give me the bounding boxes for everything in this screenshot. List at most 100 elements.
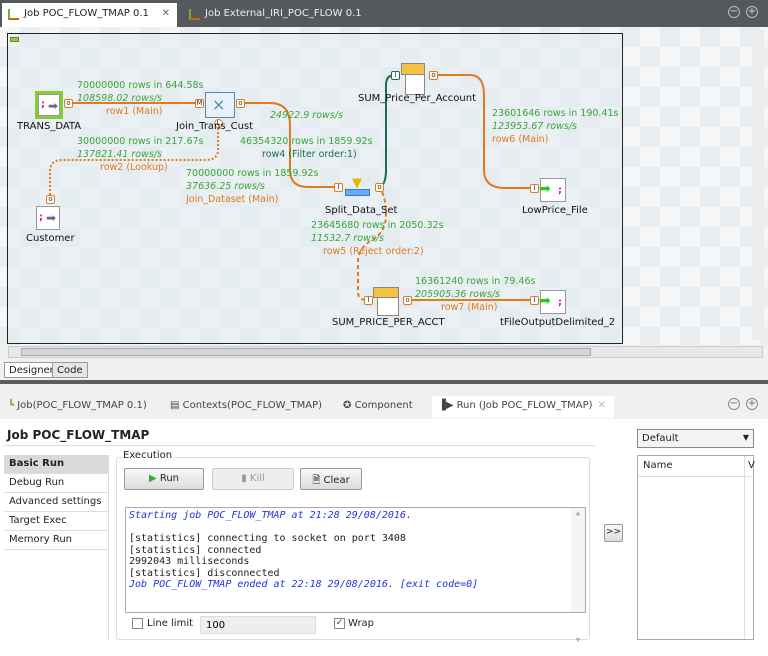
customer-component[interactable]: ;➡ bbox=[36, 206, 60, 230]
execution-group bbox=[116, 457, 590, 640]
tab-job[interactable]: ┗ Job(POC_FLOW_TMAP 0.1) bbox=[8, 396, 147, 418]
output-connector[interactable]: o bbox=[46, 195, 55, 204]
execution-label: Execution bbox=[121, 450, 175, 461]
play-icon: ▶ bbox=[148, 473, 160, 484]
node-label-output2: tFileOutputDelimited_2 bbox=[500, 317, 616, 328]
node-label-join: Join_Trans_Cust bbox=[176, 121, 254, 132]
stop-icon: ▮ bbox=[241, 473, 250, 484]
row4-rows: 46354320 rows in 1859.92s bbox=[240, 136, 373, 147]
aggregate-component[interactable] bbox=[373, 287, 399, 317]
side-item-debug-run[interactable]: Debug Run bbox=[4, 474, 108, 493]
maximize-icon[interactable]: + bbox=[746, 398, 758, 410]
editor-tab-external-iri[interactable]: Job External_IRI_POC_FLOW 0.1 bbox=[183, 3, 370, 27]
side-item-memory-run[interactable]: Memory Run bbox=[4, 531, 108, 550]
run-button[interactable]: ▶ Run bbox=[124, 468, 204, 490]
editor-tab-poc-flow-tmap[interactable]: Job POC_FLOW_TMAP 0.1 ✕ bbox=[2, 3, 177, 27]
horizontal-scrollbar[interactable] bbox=[8, 346, 763, 358]
job-icon bbox=[189, 9, 200, 20]
minimize-icon[interactable]: − bbox=[728, 6, 740, 18]
line-limit-input[interactable] bbox=[200, 616, 316, 634]
tab-designer[interactable]: Designer bbox=[4, 362, 59, 378]
output-connector[interactable]: o bbox=[403, 296, 412, 305]
tmap-join-component[interactable]: ⨯ bbox=[205, 92, 235, 118]
row7-rate: 205905.36 rows/s bbox=[415, 289, 500, 300]
console-line: [statistics] disconnected bbox=[129, 567, 280, 579]
side-item-advanced-settings[interactable]: Advanced settings bbox=[4, 493, 108, 512]
console-scrollbar[interactable]: ▲▼ bbox=[571, 508, 585, 644]
lookup-input-connector[interactable]: L bbox=[214, 119, 223, 128]
row1-rate: 108598.02 rows/s bbox=[77, 93, 162, 104]
console-line: [statistics] connecting to socket on por… bbox=[129, 533, 406, 544]
context-select[interactable]: Default▼ bbox=[637, 429, 754, 448]
row5-rows: 23645680 rows in 2050.32s bbox=[311, 220, 444, 231]
tab-component[interactable]: ✪ Component bbox=[343, 396, 413, 418]
output-delimited-component[interactable]: ➡; bbox=[539, 290, 566, 314]
clear-icon: 🗎 bbox=[312, 475, 324, 486]
line-limit-checkbox[interactable] bbox=[132, 618, 143, 629]
close-tab-icon[interactable]: ✕ bbox=[161, 8, 170, 19]
edge-row2-lookup bbox=[49, 124, 219, 196]
editor-tab-bar: Job POC_FLOW_TMAP 0.1 ✕ Job External_IRI… bbox=[0, 0, 768, 27]
maximize-icon[interactable]: + bbox=[746, 6, 758, 18]
frame-handle[interactable] bbox=[10, 37, 19, 42]
vertical-scrollbar[interactable] bbox=[752, 30, 764, 340]
tab-label: Job External_IRI_POC_FLOW 0.1 bbox=[205, 8, 362, 19]
row2-rows: 30000000 rows in 217.67s bbox=[77, 136, 204, 147]
node-label-sum-acct: SUM_PRICE_PER_ACCT bbox=[332, 317, 445, 328]
row6-label[interactable]: row6 (Main) bbox=[492, 134, 549, 145]
file-input-icon: ;➡ bbox=[38, 94, 60, 116]
row6-rate: 123953.67 rows/s bbox=[492, 121, 577, 132]
input-connector[interactable]: I bbox=[530, 296, 539, 305]
output-connector[interactable]: o bbox=[375, 183, 384, 192]
join-dataset-rate: 37636.25 rows/s bbox=[186, 181, 265, 192]
clear-button[interactable]: 🗎 Clear bbox=[300, 468, 362, 490]
edge-row6 bbox=[436, 74, 532, 189]
input-connector[interactable]: I bbox=[530, 184, 539, 193]
wrap-checkbox[interactable]: ✓ bbox=[334, 618, 345, 629]
console-output[interactable]: Starting job POC_FLOW_TMAP at 21:28 29/0… bbox=[125, 507, 586, 644]
node-label-customer: Customer bbox=[26, 233, 75, 244]
close-tab-icon[interactable]: ✕ bbox=[597, 400, 606, 411]
tab-label: Job(POC_FLOW_TMAP 0.1) bbox=[17, 400, 147, 411]
row5-rate: 11532.7 rows/s bbox=[311, 233, 384, 244]
move-right-button[interactable]: >> bbox=[604, 524, 623, 542]
output-connector[interactable]: o bbox=[429, 71, 438, 80]
row4-rate: 24922.9 rows/s bbox=[270, 110, 343, 121]
side-item-basic-run[interactable]: Basic Run bbox=[4, 455, 108, 474]
kill-button[interactable]: ▮ Kill bbox=[212, 468, 294, 490]
row1-rows: 70000000 rows in 644.58s bbox=[77, 80, 204, 91]
output-connector[interactable]: o bbox=[236, 99, 245, 108]
input-connector[interactable]: I bbox=[334, 183, 343, 192]
output-connector[interactable]: o bbox=[64, 99, 73, 108]
edge-join-dataset bbox=[240, 102, 336, 188]
context-table[interactable]: Name V bbox=[637, 455, 755, 640]
row7-rows: 16361240 rows in 79.46s bbox=[415, 276, 536, 287]
aggregate-component[interactable] bbox=[401, 63, 425, 96]
scroll-thumb[interactable] bbox=[21, 348, 591, 356]
join-dataset-label[interactable]: Join_Dataset (Main) bbox=[186, 194, 279, 205]
row1-label[interactable]: row1 (Main) bbox=[106, 106, 163, 117]
tab-code[interactable]: Code bbox=[52, 362, 88, 378]
input-connector[interactable]: I bbox=[391, 71, 400, 80]
run-icon: ▐▶ bbox=[438, 400, 457, 411]
side-item-target-exec[interactable]: Target Exec bbox=[4, 512, 108, 531]
tab-run[interactable]: ▐▶ Run (Job POC_FLOW_TMAP)✕ bbox=[432, 396, 614, 418]
minimize-icon[interactable]: − bbox=[728, 398, 740, 410]
tab-label: Job POC_FLOW_TMAP 0.1 bbox=[24, 8, 149, 19]
tab-contexts[interactable]: ▤ Contexts(POC_FLOW_TMAP) bbox=[170, 396, 322, 418]
row4-label[interactable]: row4 (Filter order:1) bbox=[262, 149, 357, 160]
lowprice-file-component[interactable]: ➡; bbox=[539, 178, 566, 202]
row5-label[interactable]: row5 (Reject order:2) bbox=[323, 246, 424, 257]
main-input-connector[interactable]: M bbox=[195, 99, 204, 108]
column-header-name[interactable]: Name bbox=[643, 460, 673, 471]
column-header-value[interactable]: V bbox=[748, 460, 755, 471]
join-dataset-rows: 70000000 rows in 1859.92s bbox=[186, 168, 319, 179]
filter-component[interactable]: ▼ bbox=[345, 176, 370, 196]
trans-data-component[interactable]: ;➡ bbox=[35, 91, 63, 119]
wrap-label: Wrap bbox=[348, 618, 375, 629]
node-label-trans-data: TRANS_DATA bbox=[17, 121, 82, 132]
input-connector[interactable]: I bbox=[364, 296, 373, 305]
divider bbox=[108, 455, 109, 640]
row7-label[interactable]: row7 (Main) bbox=[441, 302, 498, 313]
row2-label[interactable]: row2 (Lookup) bbox=[100, 162, 168, 173]
